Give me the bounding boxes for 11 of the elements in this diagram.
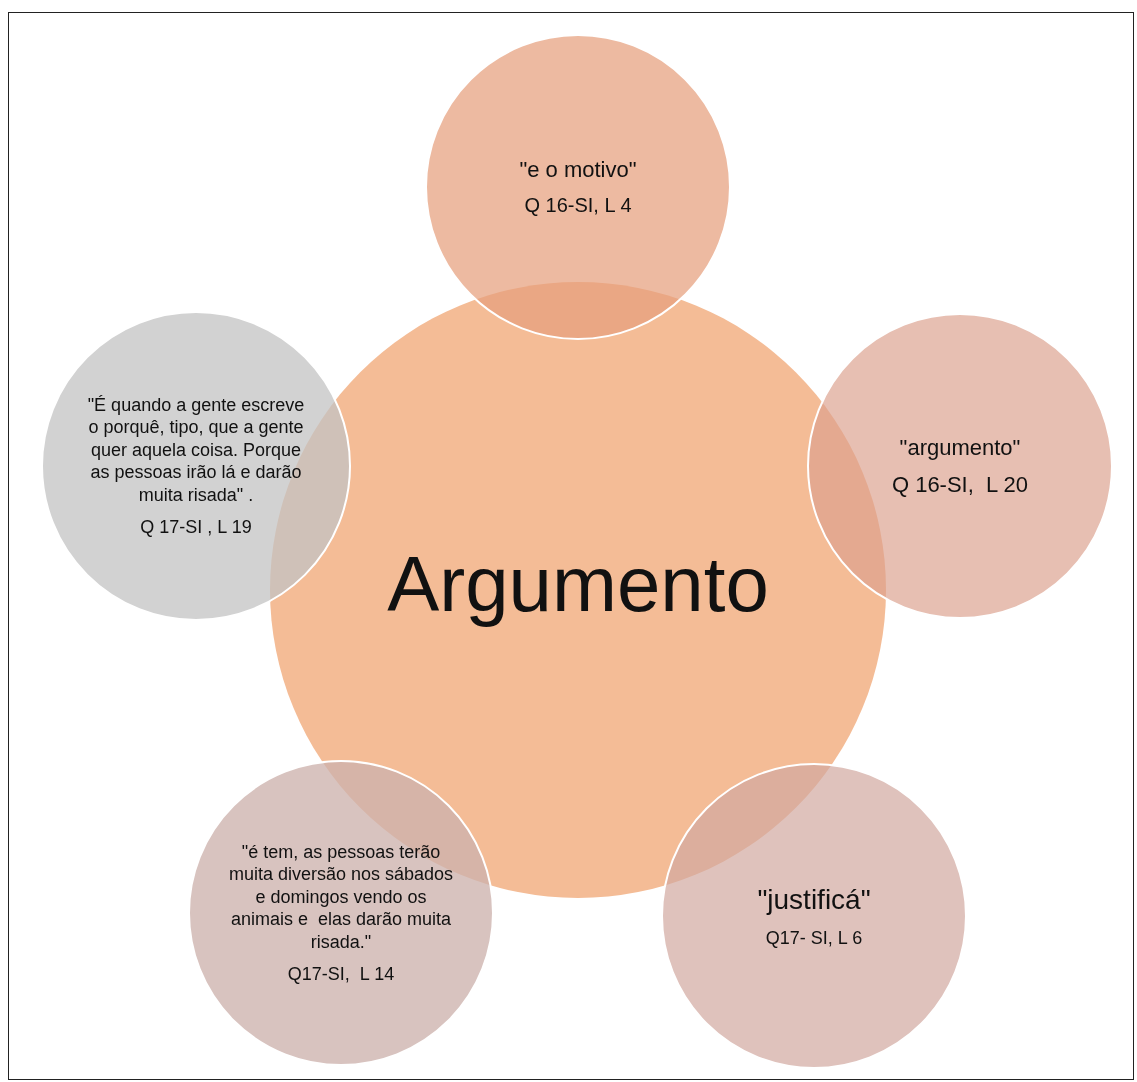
- reference-text: Q 16-SI, L 4: [524, 193, 632, 219]
- center-title: Argumento: [387, 539, 769, 631]
- quote-text: "É quando a gente escreve o porquê, tipo, que a gente quer aquela coisa. Porque as pessoas irão lá e darão muita risada" .: [86, 393, 306, 506]
- reference-text: Q 16-SI, L 20: [891, 471, 1029, 499]
- reference-text: Q17- SI, L 6: [765, 927, 863, 950]
- quote-text: "argumento": [899, 433, 1021, 461]
- reference-text: Q17-SI, L 14: [287, 963, 395, 986]
- reference-text: Q 17-SI , L 19: [140, 516, 252, 539]
- quote-text: "é tem, as pessoas terão muita diversão nos sábados e domingos vendo os animais e elas darão muita risada.": [227, 840, 455, 953]
- quote-text: "e o motivo": [519, 155, 637, 184]
- quote-text: "justificá": [757, 883, 871, 918]
